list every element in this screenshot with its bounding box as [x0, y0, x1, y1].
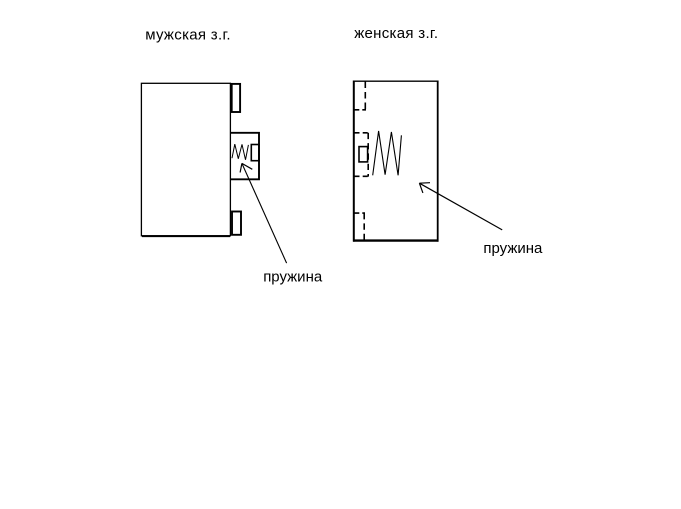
svg-text:пружина: пружина [483, 240, 543, 257]
svg-text:мужская з.г.: мужская з.г. [145, 27, 231, 44]
svg-text:женская з.г.: женская з.г. [354, 25, 438, 42]
svg-text:пружина: пружина [263, 268, 323, 285]
